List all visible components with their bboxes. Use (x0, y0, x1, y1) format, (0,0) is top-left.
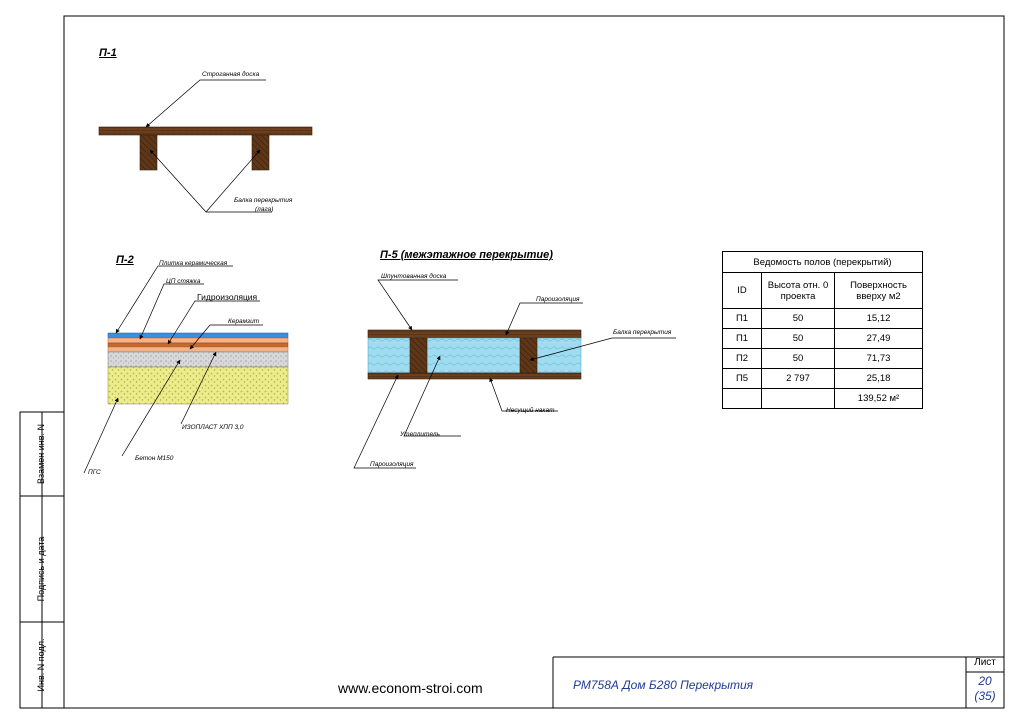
sheet-total: (35) (974, 689, 996, 703)
table-cell (722, 388, 762, 409)
table-cell (761, 388, 835, 409)
table-row: П5 2 797 25,18 (722, 368, 923, 389)
table-row: П1 50 27,49 (722, 328, 923, 349)
p1-label-beam-2: (лага) (255, 206, 274, 213)
table-cell: П1 (722, 328, 762, 349)
p5-label-vapor-top: Пароизоляция (536, 296, 580, 303)
p2-label-waterproof: Гидроизоляция (197, 292, 258, 302)
schedule-title: Ведомость полов (перекрытий) (722, 251, 923, 273)
schedule-header-area: Поверхность вверху м2 (834, 272, 923, 309)
title-block-stamp: РМ758А Дом Б280 Перекрытия (573, 678, 754, 692)
table-row: П2 50 71,73 (722, 348, 923, 369)
table-cell: П1 (722, 308, 762, 329)
p5-label-beam: Балка перекрытия (613, 329, 672, 336)
table-cell: 50 (761, 308, 835, 329)
sheet-label: Лист (974, 657, 996, 668)
website-caption: www.econom-stroi.com (338, 680, 483, 696)
sheet-number: 20 (978, 674, 992, 688)
table-cell: 139,52 м² (834, 388, 923, 409)
schedule-header-id: ID (722, 272, 762, 309)
table-row: П1 50 15,12 (722, 308, 923, 329)
schedule-header-height: Высота отн. 0 проекта (761, 272, 835, 309)
table-cell: П5 (722, 368, 762, 389)
table-cell: 2 797 (761, 368, 835, 389)
p5-label-deck: Несущий накат (506, 407, 555, 414)
table-cell: 27,49 (834, 328, 923, 349)
table-total-row: 139,52 м² (722, 388, 923, 409)
p1-label-board: Строганная доска (202, 71, 260, 78)
p5-title: П-5 (межэтажное перекрытие) (380, 249, 553, 261)
table-cell: 50 (761, 328, 835, 349)
p2-label-izoplast: ИЗОПЛАСТ ХПП 3,0 (182, 424, 244, 431)
p5-label-insulation: Утеплитель (400, 431, 440, 438)
p2-title: П-2 (116, 254, 134, 266)
table-cell: 50 (761, 348, 835, 369)
p2-label-screed: ЦП стяжка (166, 278, 201, 285)
table-cell: 71,73 (834, 348, 923, 369)
table-cell: 25,18 (834, 368, 923, 389)
p2-label-tile: Плитка керамическая (159, 260, 228, 267)
p5-label-vapor-bottom: Пароизоляция (370, 461, 414, 468)
table-cell: П2 (722, 348, 762, 369)
p5-label-top-board: Шпунтованная доска (381, 273, 447, 280)
side-box-replace-inv: Взамен инв. N (36, 423, 46, 485)
p2-label-keramzit: Керамзит (228, 318, 260, 325)
p2-label-pgs: ПГС (88, 469, 101, 476)
floor-schedule-table: Ведомость полов (перекрытий) ID Высота о… (722, 251, 923, 409)
p1-label-beam: Балка перекрытия (234, 197, 293, 204)
p2-label-concrete: Бетон М150 (135, 455, 174, 462)
schedule-header-row: ID Высота отн. 0 проекта Поверхность вве… (722, 272, 923, 309)
side-box-inv-original: Инв. N подл. (36, 638, 46, 692)
table-cell: 15,12 (834, 308, 923, 329)
p1-title: П-1 (99, 47, 117, 59)
